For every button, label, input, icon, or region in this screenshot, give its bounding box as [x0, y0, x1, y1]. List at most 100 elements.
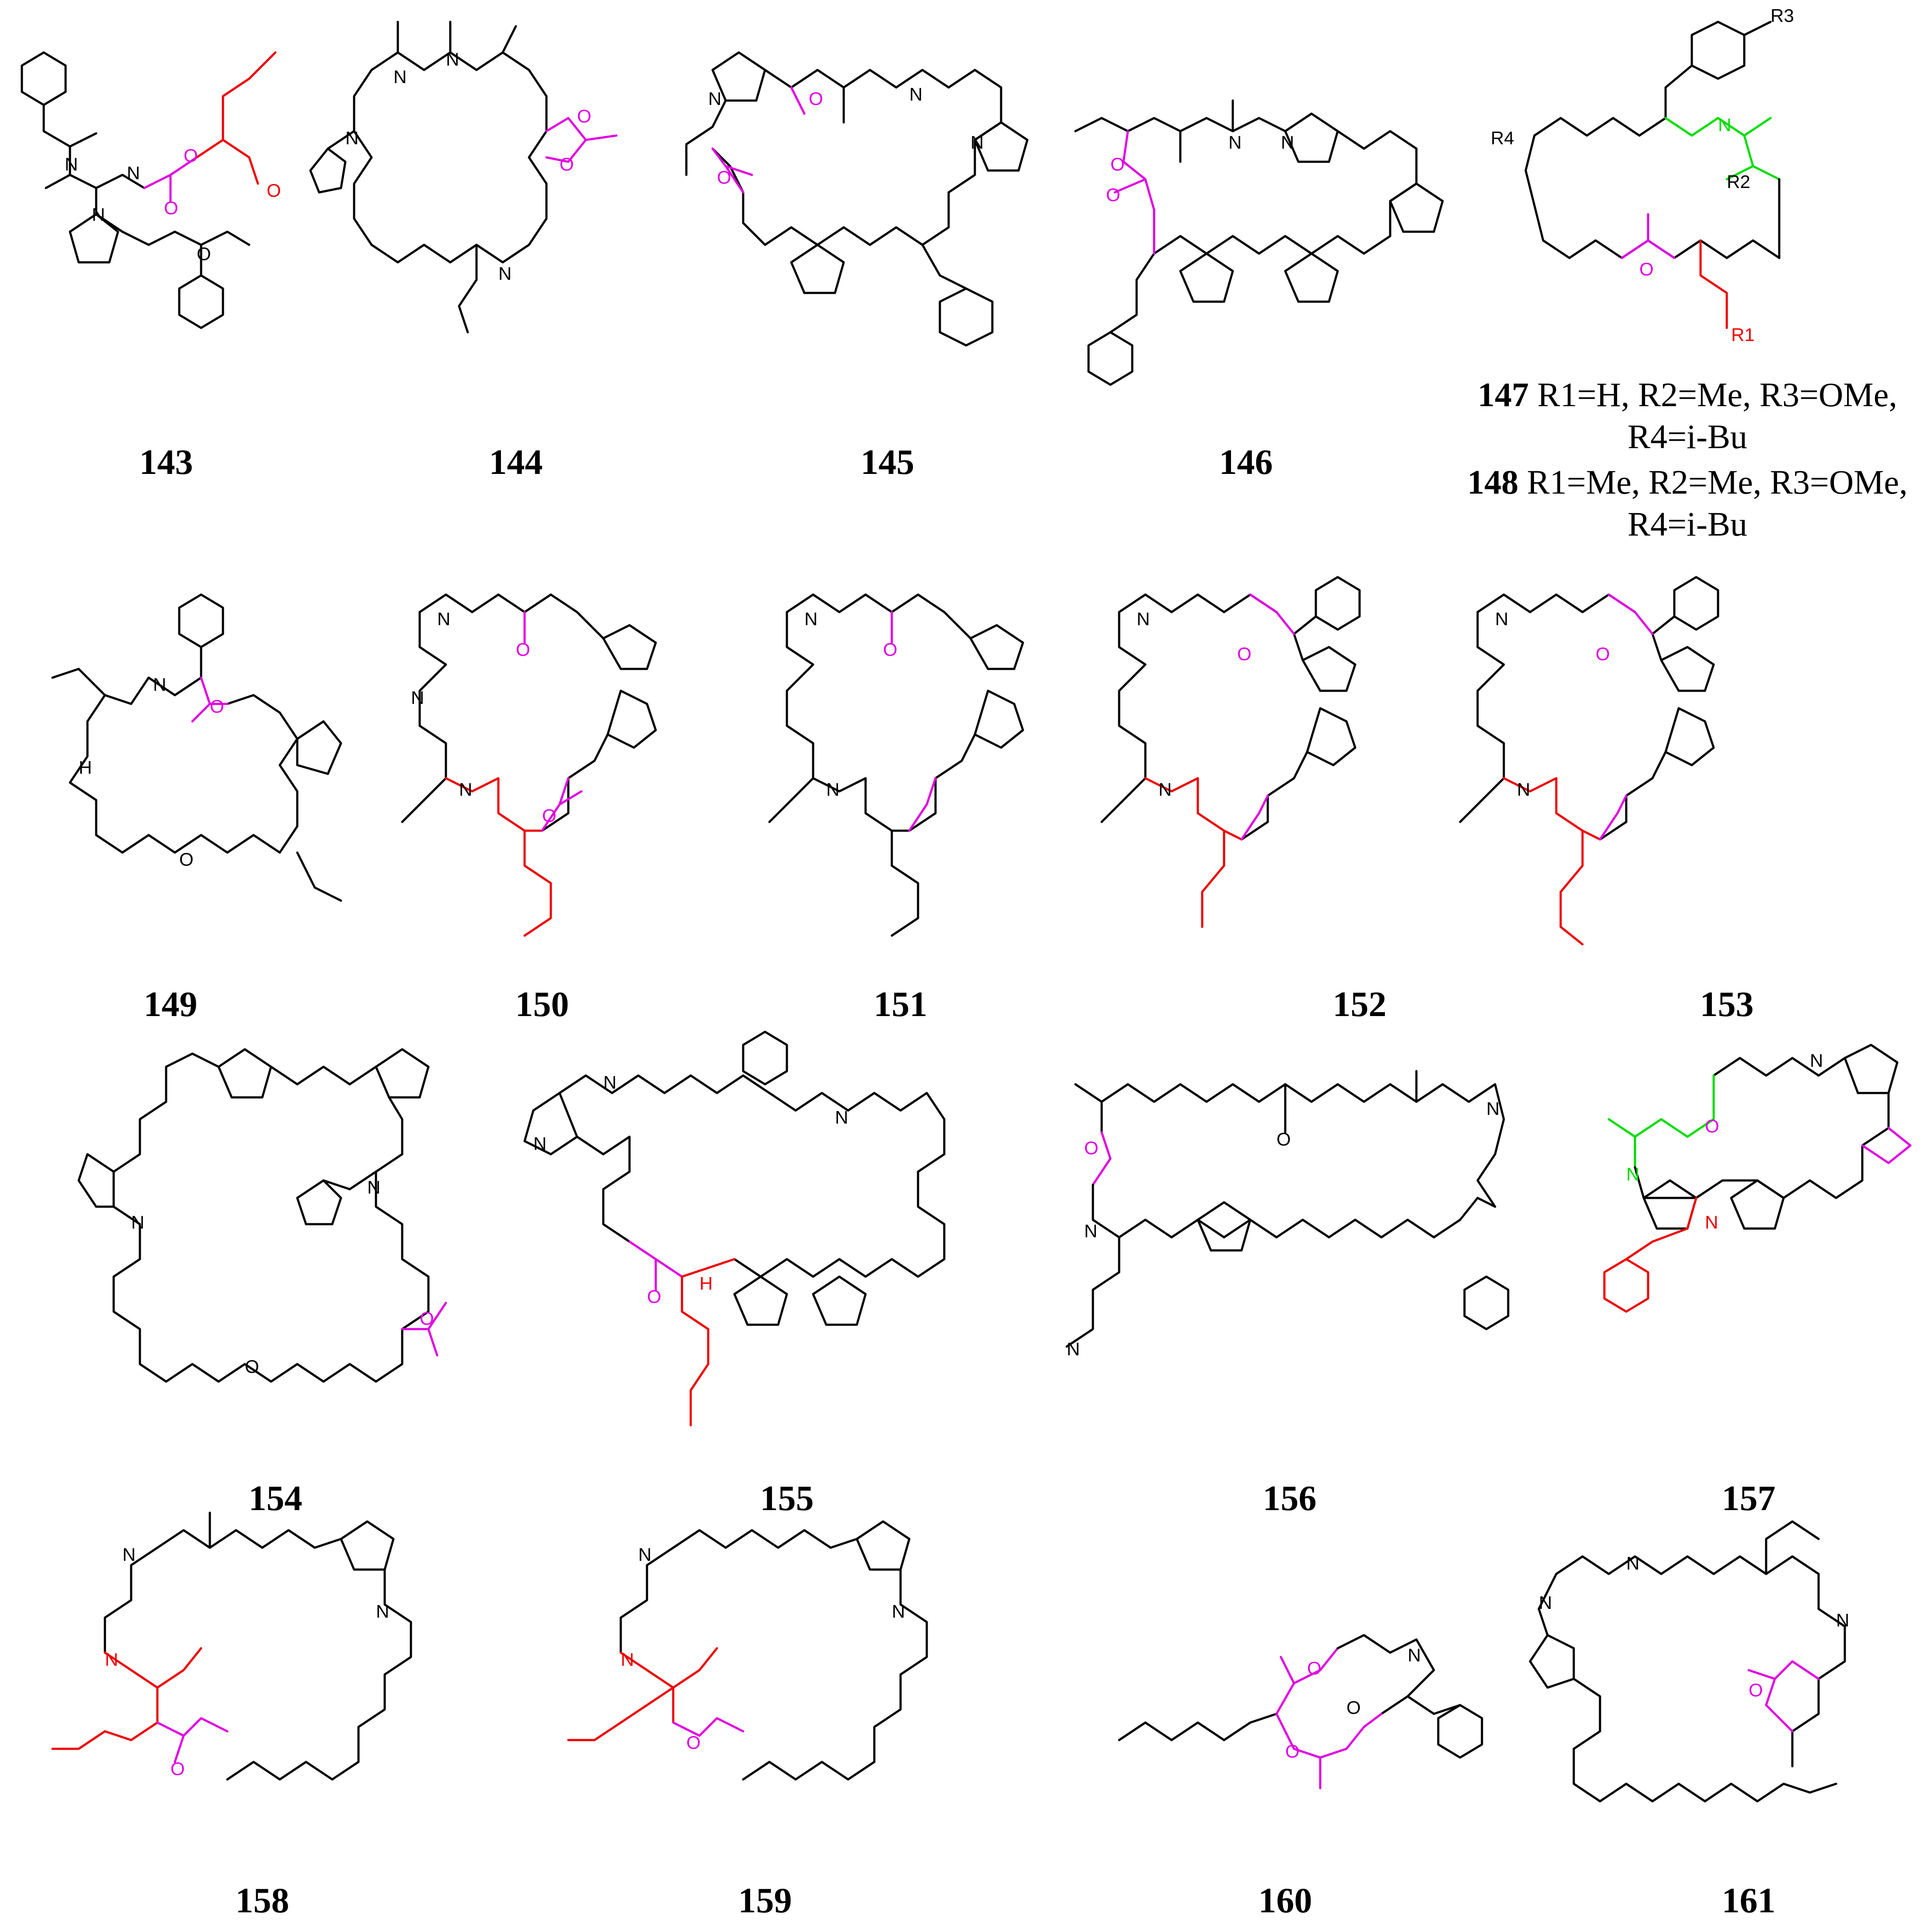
- atom-label: N: [603, 1072, 616, 1093]
- structure-156: O N N N O: [1040, 1032, 1565, 1460]
- atom-label: N: [1626, 1164, 1639, 1184]
- atom-label: N: [1084, 1221, 1097, 1241]
- atom-label: N: [345, 128, 358, 148]
- atom-label: O: [267, 180, 281, 201]
- atom-label: R4: [1491, 128, 1514, 148]
- structure-160: O N O O: [1102, 1583, 1495, 1854]
- structure-147-148: R3 R4 R2 R1 N O: [1482, 5, 1919, 372]
- atom-label: O: [1277, 1129, 1291, 1149]
- atom-label: N: [65, 154, 78, 174]
- atom-label: O: [883, 639, 897, 660]
- atom-label: O: [1705, 1116, 1719, 1136]
- structure-154: N N O O: [77, 1023, 481, 1460]
- atom-label: O: [686, 1732, 701, 1753]
- structure-156-drawing: O N N N O: [1065, 1070, 1510, 1359]
- compound-label-158: 158: [235, 1880, 289, 1920]
- atom-label: R3: [1770, 5, 1794, 26]
- substituent-note-148: 148 R1=Me, R2=Me, R3=OMe, R4=i-Bu: [1447, 461, 1927, 545]
- substituent-note-147: 147 R1=H, R2=Me, R3=OMe, R4=i-Bu: [1447, 374, 1927, 458]
- atom-label: O: [184, 145, 198, 166]
- atom-label: N: [498, 263, 511, 284]
- atom-label: O: [1346, 1697, 1361, 1718]
- structure-155-drawing: N N N O H: [523, 1030, 946, 1427]
- atom-label: O: [1307, 1658, 1322, 1678]
- compound-label-153: 153: [1700, 984, 1754, 1024]
- compound-label-147: 147: [1478, 376, 1529, 414]
- atom-label: N: [1517, 779, 1530, 800]
- atom-label: N: [835, 1107, 848, 1128]
- atom-label: N: [92, 204, 105, 225]
- atom-label: O: [1285, 1741, 1300, 1761]
- structure-150: N N N O O: [393, 560, 721, 962]
- atom-label: O: [809, 88, 823, 109]
- atom-label: O: [1110, 154, 1125, 174]
- atom-label: N: [970, 132, 984, 153]
- atom-label: N: [131, 1212, 144, 1232]
- structure-152-drawing: N N O: [1100, 576, 1361, 928]
- compound-label-143: 143: [139, 442, 193, 482]
- compound-label-155: 155: [760, 1478, 814, 1518]
- structure-152: N N O: [1093, 560, 1421, 962]
- atom-label: O: [1106, 184, 1120, 205]
- atom-label: O: [245, 1356, 259, 1377]
- atom-label: N: [892, 1601, 905, 1622]
- compound-label-157: 157: [1722, 1478, 1776, 1518]
- atom-label: H: [699, 1273, 713, 1294]
- atom-label: O: [1749, 1680, 1763, 1700]
- atom-label: N: [122, 1544, 136, 1565]
- compound-label-160: 160: [1258, 1880, 1312, 1920]
- atom-label: N: [1281, 132, 1294, 153]
- compound-label-144: 144: [489, 442, 543, 482]
- atom-label: N: [105, 1649, 118, 1670]
- atom-label: N: [376, 1601, 389, 1622]
- compound-label-159: 159: [738, 1880, 792, 1920]
- atom-label: N: [638, 1544, 651, 1565]
- atom-label: N: [1626, 1553, 1639, 1573]
- atom-label: N: [1810, 1050, 1823, 1071]
- structure-144: N N N N O O: [309, 9, 630, 393]
- atom-label: N: [127, 163, 140, 183]
- structure-145: N N N O O: [656, 17, 1049, 393]
- structure-149: N H O O: [26, 581, 354, 975]
- compound-label-152: 152: [1332, 984, 1387, 1024]
- structure-143: N N N O O O O: [13, 26, 284, 393]
- compound-label-148: 148: [1467, 463, 1519, 501]
- substituent-text: R1=H, R2=Me, R3=OMe,: [1537, 376, 1897, 414]
- atom-label: R1: [1731, 324, 1755, 345]
- structure-153-drawing: N N O: [1459, 576, 1719, 946]
- structure-149-drawing: N H O O: [51, 593, 342, 902]
- compound-label-149: 149: [143, 984, 198, 1024]
- structure-159: N N N O: [542, 1504, 979, 1880]
- structure-158-drawing: N N N O: [51, 1511, 412, 1781]
- structure-158: N N N O: [26, 1504, 463, 1880]
- compound-label-145: 145: [860, 442, 915, 482]
- structure-151-drawing: N N O: [768, 593, 1024, 937]
- atom-label: N: [411, 687, 424, 708]
- atom-label: O: [197, 244, 211, 264]
- atom-label: N: [533, 1133, 546, 1154]
- structure-147-148-drawing: R3 R4 R2 R1 N O: [1491, 5, 1794, 345]
- atom-label: O: [560, 154, 574, 174]
- structure-153: N N O: [1451, 560, 1779, 962]
- atom-label: N: [1705, 1212, 1718, 1232]
- atom-label: O: [210, 696, 224, 717]
- compound-label-150: 150: [515, 984, 569, 1024]
- atom-label: N: [1486, 1098, 1499, 1119]
- structure-144-drawing: N N N N O O: [309, 21, 618, 334]
- structure-157-drawing: N O N N: [1603, 1044, 1912, 1313]
- atom-label: N: [621, 1649, 634, 1670]
- substituent-text: R4=i-Bu: [1628, 418, 1747, 456]
- atom-label: N: [708, 88, 721, 109]
- structure-154-drawing: N N O O: [77, 1048, 447, 1383]
- compound-label-146: 146: [1219, 442, 1273, 482]
- atom-label: N: [1408, 1645, 1421, 1665]
- atom-label: O: [542, 805, 557, 826]
- atom-label: O: [179, 849, 194, 870]
- atom-label: N: [804, 609, 817, 629]
- atom-label: O: [170, 1758, 185, 1779]
- atom-label: O: [1639, 259, 1654, 279]
- atom-label: N: [1495, 609, 1508, 629]
- atom-label: N: [393, 66, 407, 87]
- atom-label: H: [79, 757, 92, 778]
